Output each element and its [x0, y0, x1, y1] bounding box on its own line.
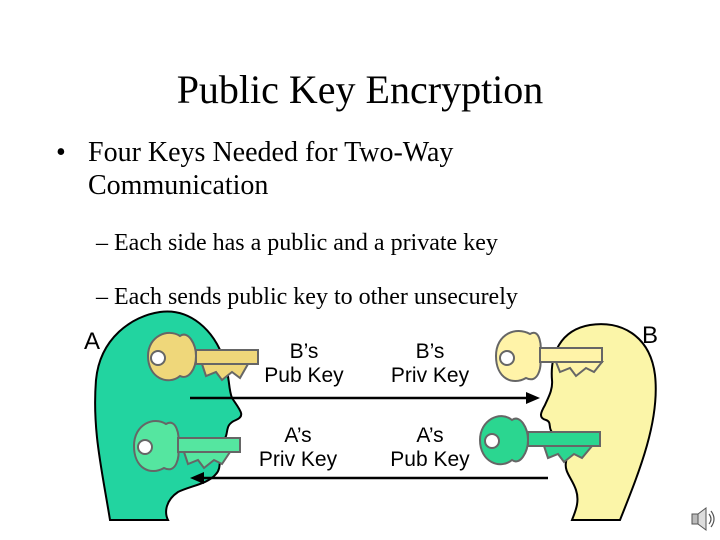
a-pub-key-type: Pub Key [390, 448, 470, 471]
sub-bullet-send-public: – Each sends public key to other unsecur… [96, 284, 518, 310]
a-pub-key-icon [478, 415, 601, 466]
person-a-label: A [84, 328, 101, 355]
a-pub-key-owner: A’s [416, 424, 444, 447]
person-b-label: B [642, 322, 659, 349]
sub-bullet-public-private: – Each side has a public and a private k… [96, 230, 498, 256]
b-priv-key-owner: B’s [415, 340, 445, 363]
b-pub-key-label: B’s Pub Key [244, 340, 364, 388]
b-priv-key-icon [494, 329, 605, 383]
speaker-icon[interactable] [691, 507, 715, 531]
arrow-a-to-b [190, 392, 540, 404]
a-pub-key-label: A’s Pub Key [370, 424, 490, 472]
b-pub-key-icon [146, 331, 259, 382]
bullet-text: Four Keys Needed for Two-Way Communicati… [88, 137, 454, 201]
b-priv-key-type: Priv Key [390, 364, 470, 387]
b-priv-key-label: B’s Priv Key [370, 340, 490, 388]
a-priv-key-owner: A’s [284, 424, 312, 447]
a-priv-key-icon [132, 419, 241, 473]
a-priv-key-label: A’s Priv Key [238, 424, 358, 472]
slide-title: Public Key Encryption [176, 67, 544, 112]
a-priv-key-type: Priv Key [258, 448, 338, 471]
b-pub-key-owner: B’s [289, 340, 319, 363]
arrow-b-to-a [190, 472, 548, 484]
person-b-head [540, 323, 657, 521]
b-pub-key-type: Pub Key [264, 364, 344, 387]
bullet-marker: • [56, 137, 66, 168]
